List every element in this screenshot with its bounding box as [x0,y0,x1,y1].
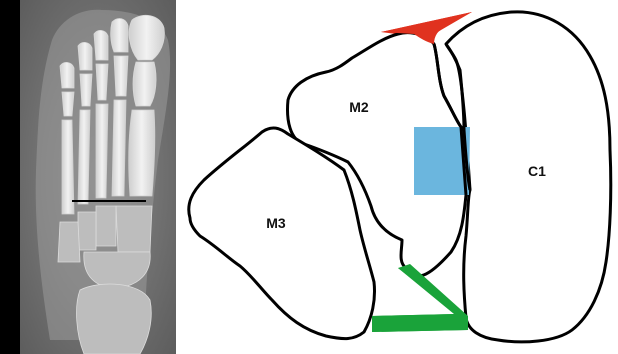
third-toe-phalanx [94,30,108,60]
fourth-toe-proximal [80,74,92,106]
fourth-toe-phalanx [78,42,92,70]
first-metatarsal [129,110,155,196]
second-toe-proximal [114,56,128,96]
medial-cuneiform [116,206,152,252]
cuboid [58,222,80,262]
third-metatarsal [96,104,108,198]
second-metatarsal [112,100,126,196]
label-m2: M2 [349,99,369,115]
fifth-metatarsal [62,120,74,214]
talus [77,284,152,354]
fourth-metatarsal [78,110,90,204]
fifth-toe-phalanx [60,62,74,88]
label-c1: C1 [528,163,546,179]
lateral-cuneiform [78,212,96,250]
second-toe-phalanx [111,19,128,52]
lisfranc-schematic: M2 M3 C1 [176,0,618,354]
lisfranc-schematic-drawing: M2 M3 C1 [176,0,618,354]
hallux-proximal-phalanx [133,62,156,106]
fifth-toe-proximal [62,92,74,116]
label-m3: M3 [266,215,286,231]
foot-radiograph [20,0,176,354]
third-toe-proximal [96,64,108,100]
intermediate-cuneiform [96,206,116,246]
foot-radiograph-drawing [20,0,176,354]
